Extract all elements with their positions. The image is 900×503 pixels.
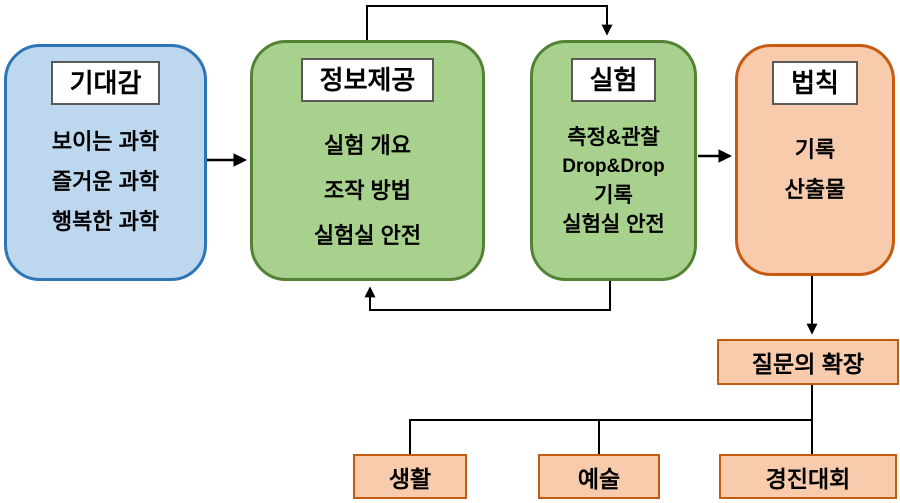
branch-contest-label: 경진대회 — [765, 465, 851, 492]
node-text-line: 기록 — [594, 184, 633, 207]
node-law-content: 기록 산출물 — [785, 130, 846, 210]
node-experiment-title: 실험 — [589, 65, 638, 95]
node-text-line: 산출물 — [784, 177, 846, 202]
node-question-expansion-label: 질문의 확장 — [751, 351, 865, 377]
node-text-line: Drop&Drop — [562, 156, 665, 177]
node-expectation: 기대감 보이는 과학 즐거운 과학 행복한 과학 — [4, 44, 207, 281]
node-experiment-title-box: 실험 — [570, 58, 657, 102]
node-text-line: 즐거운 과학 — [51, 169, 160, 194]
node-text-line: 실험실 안전 — [313, 223, 422, 248]
node-experiment-content: 측정&관찰 Drop&Drop 기록 실험실 안전 — [562, 123, 664, 239]
node-expectation-content: 보이는 과학 즐거운 과학 행복한 과학 — [52, 122, 159, 242]
node-expectation-title: 기대감 — [69, 68, 142, 98]
node-text-line: 보이는 과학 — [51, 129, 160, 154]
tree-connector-expansion-to-branches — [409, 385, 813, 454]
node-text-line: 실험 개요 — [323, 133, 412, 158]
node-law: 법칙 기록 산출물 — [735, 44, 895, 276]
node-question-expansion: 질문의 확장 — [717, 339, 899, 385]
node-info: 정보제공 실험 개요 조작 방법 실험실 안전 — [250, 40, 485, 281]
branch-art: 예술 — [538, 454, 660, 499]
arrow-experiment-to-info-bottom-loop — [364, 281, 611, 311]
branch-contest: 경진대회 — [719, 454, 897, 499]
node-text-line: 기록 — [794, 137, 836, 162]
arrow-info-to-experiment-top-loop — [366, 5, 613, 40]
node-text-line: 행복한 과학 — [51, 209, 160, 234]
node-info-content: 실험 개요 조작 방법 실험실 안전 — [314, 123, 421, 258]
node-law-title-box: 법칙 — [772, 61, 858, 105]
node-experiment: 실험 측정&관찰 Drop&Drop 기록 실험실 안전 — [530, 40, 697, 281]
node-law-title: 법칙 — [791, 68, 839, 98]
branch-life: 생활 — [353, 454, 467, 499]
node-text-line: 측정&관찰 — [567, 126, 660, 149]
branch-art-label: 예술 — [577, 465, 621, 492]
node-text-line: 조작 방법 — [323, 178, 412, 203]
node-info-title-box: 정보제공 — [300, 58, 435, 102]
branch-life-label: 생활 — [388, 465, 432, 492]
node-expectation-title-box: 기대감 — [50, 61, 161, 105]
node-info-title: 정보제공 — [319, 65, 416, 95]
node-text-line: 실험실 안전 — [562, 213, 665, 236]
